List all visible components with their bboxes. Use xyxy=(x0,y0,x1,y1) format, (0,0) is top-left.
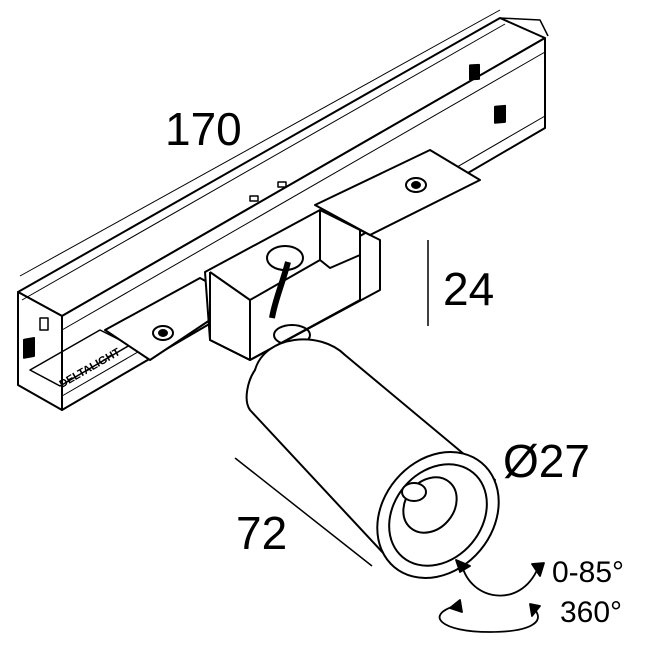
depth-label: 72 xyxy=(236,507,288,559)
length-label: 170 xyxy=(165,103,242,155)
mounting-bracket xyxy=(104,149,481,361)
pan-label: 360° xyxy=(560,596,623,629)
height-label: 24 xyxy=(443,263,495,315)
pan-arrow-icon xyxy=(438,599,541,633)
tilt-label: 0-85° xyxy=(552,556,625,589)
tilt-arrow-icon xyxy=(455,559,545,597)
diameter-label: Ø27 xyxy=(503,435,590,487)
dimension-line-length xyxy=(19,9,501,277)
spotlight xyxy=(245,338,500,579)
dimension-line-depth xyxy=(234,457,373,567)
